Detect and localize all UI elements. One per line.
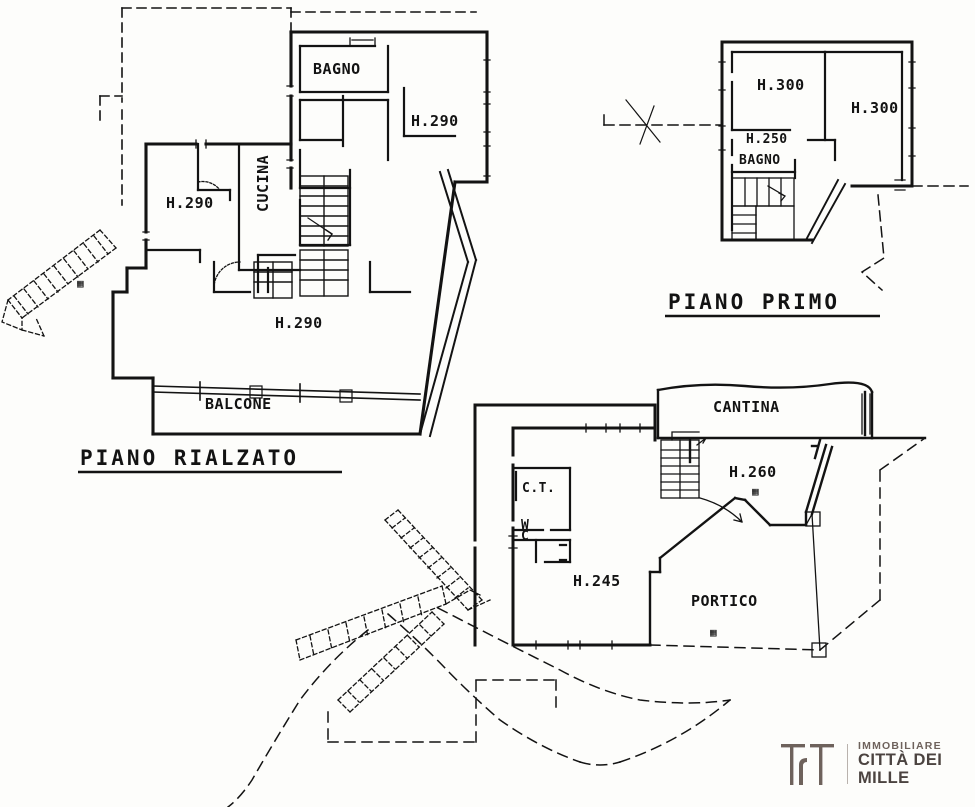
label-wc-w: W [521, 518, 529, 533]
logo-text-block: IMMOBILIARE CITTÀ DEI MILLE [858, 739, 969, 788]
symbol-pillar-portico: ▦ [710, 626, 717, 639]
label-h290-left: H.290 [166, 194, 214, 212]
primo-openings [718, 61, 916, 191]
title-piano-primo: PIANO PRIMO [668, 290, 840, 314]
primo-dashed-reference [603, 111, 969, 292]
label-bagno-rialzato: BAGNO [313, 60, 361, 78]
label-h245: H.245 [573, 572, 621, 590]
label-h260: H.260 [729, 463, 777, 481]
title-piano-rialzato: PIANO RIALZATO [80, 446, 299, 470]
primo-labels: H.300 H.300 H.250 BAGNO PIANO PRIMO [665, 76, 899, 318]
rialzato-openings [142, 37, 491, 289]
rialzato-projection-outline [99, 7, 477, 206]
label-bagno-primo: BAGNO [739, 153, 781, 168]
primo-axis-cross [625, 99, 661, 145]
rialzato-diagonal-wall [418, 168, 478, 438]
label-cantina: CANTINA [713, 398, 780, 416]
logo-line-citta-dei-mille: CITTÀ DEI MILLE [858, 750, 943, 787]
label-portico: PORTICO [691, 592, 758, 610]
label-h290-topright: H.290 [411, 112, 459, 130]
label-wc-c: C [521, 529, 529, 544]
plan-piano-primo [603, 40, 969, 292]
label-h300-left: H.300 [757, 76, 805, 94]
agency-logo: IMMOBILIARE CITTÀ DEI MILLE [779, 733, 969, 795]
interrato-cantina-walls [656, 381, 874, 440]
interrato-property-boundary [226, 436, 927, 807]
interrato-openings [508, 393, 871, 650]
rialzato-labels: H.290 CUCINA BAGNO H.290 H.290 BALCONE P… [78, 60, 459, 474]
label-h290-center: H.290 [275, 314, 323, 332]
rialzato-staircase [253, 175, 349, 299]
logo-line-immobiliare: IMMOBILIARE [858, 739, 942, 752]
interrato-exterior-stairs [295, 509, 491, 713]
symbol-pillar-h260: ▦ [752, 485, 759, 498]
label-h250: H.250 [746, 132, 788, 147]
primo-interior-walls [730, 50, 904, 232]
interrato-labels: CANTINA H.260 C.T. W C H.245 PORTICO ▦ ▦… [77, 277, 780, 639]
plan-piano-rialzato [1, 7, 491, 438]
label-balcone: BALCONE [205, 395, 272, 413]
interrato-service-rooms [511, 466, 572, 564]
primo-diagonal-wall [804, 178, 847, 245]
label-ct: C.T. [522, 481, 555, 496]
rialzato-balcone-edge [152, 381, 421, 403]
plan-seminterrato [226, 381, 927, 807]
trt-monogram-icon [781, 744, 834, 785]
label-h300-right: H.300 [851, 99, 899, 117]
symbol-mark-left: ▦ [77, 277, 84, 290]
rialzato-outer-walls [111, 30, 489, 436]
primo-staircase [731, 177, 795, 241]
label-cucina: CUCINA [254, 155, 272, 212]
rialzato-exterior-stair [1, 229, 117, 337]
interrato-staircase [660, 431, 743, 523]
logo-divider [847, 744, 848, 784]
